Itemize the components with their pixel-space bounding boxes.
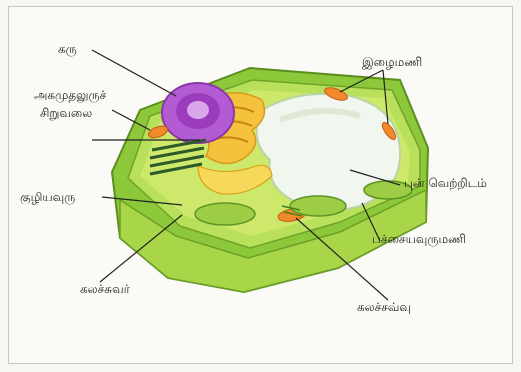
label-cell-membrane: கலச்சவ்வு: [357, 300, 411, 315]
label-cytoplasm: குழியவுரு: [20, 190, 75, 205]
nucleus: [162, 83, 234, 143]
label-plastid: பச்சையவுருமணி: [372, 232, 466, 247]
label-er-line1: அகமுதலுருச்: [34, 88, 106, 103]
label-cell-wall: கலச்சுவர்: [80, 282, 130, 297]
label-nucleus: கரு: [58, 42, 77, 57]
label-chloroplast: இழைமணி: [362, 55, 422, 70]
label-vacuole: புன் வெற்றிடம்: [404, 176, 487, 191]
label-er-line2: சிறுவலை: [40, 106, 92, 121]
